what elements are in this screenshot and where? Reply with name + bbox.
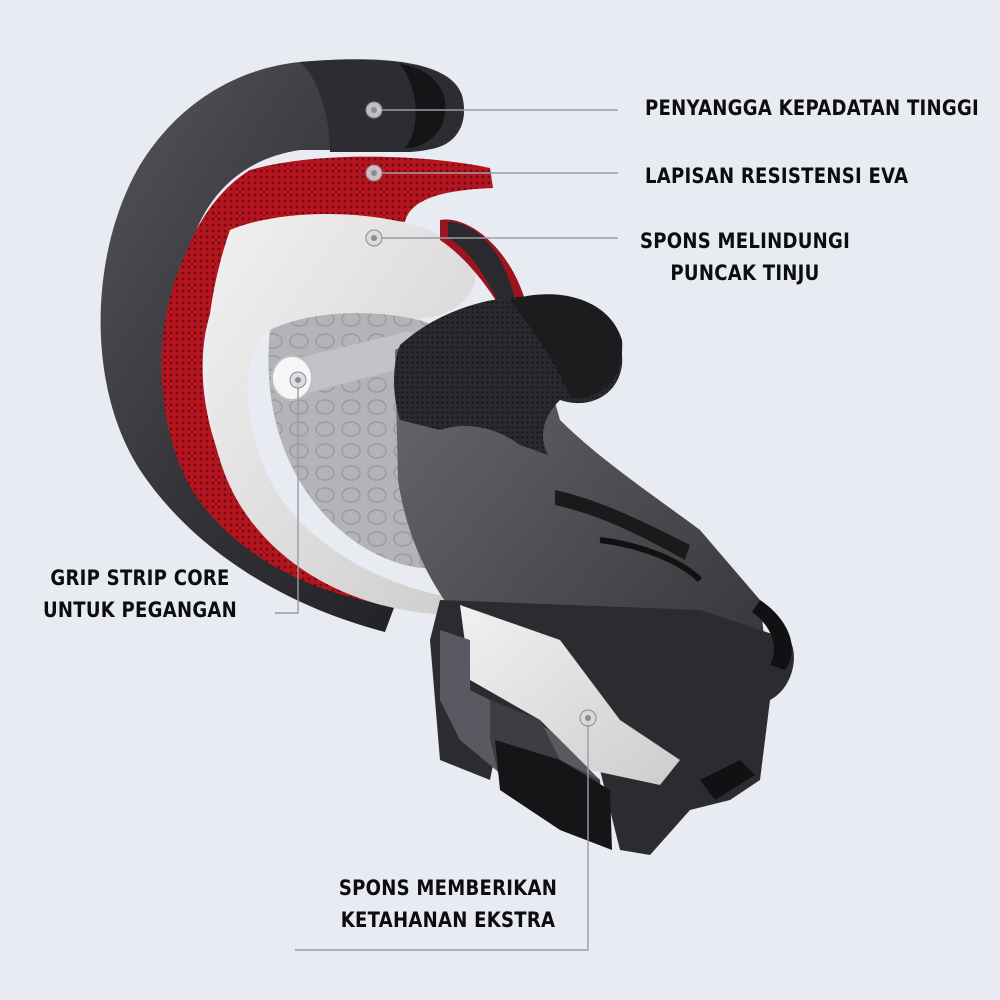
callout-text: PENYANGGA KEPADATAN TINGGI <box>645 96 980 120</box>
callout-grip-core: GRIP STRIP CORE UNTUK PEGANGAN <box>24 562 256 626</box>
callout-text-line-2: UNTUK PEGANGAN <box>42 598 238 622</box>
callout-text-line-2: KETAHANAN EKSTRA <box>340 908 556 932</box>
leader-dot-punch-sponge <box>365 229 383 247</box>
callout-text-line-2: PUNCAK TINJU <box>670 261 820 285</box>
leader-lines <box>275 109 618 951</box>
leader-dot-grip-core <box>289 371 307 389</box>
callout-high-density-support: PENYANGGA KEPADATAN TINGGI <box>645 92 979 124</box>
callout-text-line-1: SPONS MELINDUNGI <box>639 229 851 253</box>
callout-extra-sponge: SPONS MEMBERIKAN KETAHANAN EKSTRA <box>319 872 577 936</box>
callout-eva-layer: LAPISAN RESISTENSI EVA <box>645 160 908 192</box>
callout-text-line-1: SPONS MEMBERIKAN <box>338 876 558 900</box>
callout-text-line-1: GRIP STRIP CORE <box>50 566 230 590</box>
callout-punch-sponge: SPONS MELINDUNGI PUNCAK TINJU <box>633 225 857 289</box>
grip-core-cylinder <box>290 331 422 395</box>
leader-dot-extra-sponge <box>579 709 597 727</box>
callout-text: LAPISAN RESISTENSI EVA <box>645 164 909 188</box>
cuff-foam-light <box>460 605 680 785</box>
leader-dot-high-density <box>365 101 383 119</box>
punch-foam-block <box>206 213 476 615</box>
leader-dot-eva <box>365 164 383 182</box>
